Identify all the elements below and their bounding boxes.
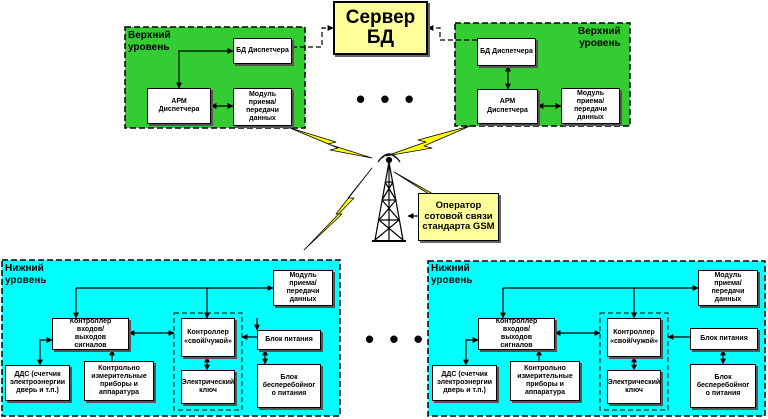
upper-right-db-dispatcher: БД Диспетчера xyxy=(477,38,536,66)
lower-right-friend-foe-controller: Контроллер «свой/чужой» xyxy=(607,318,661,357)
upper-right-arm-dispatcher: АРМ Диспетчера xyxy=(477,89,538,124)
upper-left-data-module: Модуль приема/ передачи данных xyxy=(233,88,292,126)
upper-ellipsis: • • • xyxy=(356,84,418,114)
upper-left-db-dispatcher: БД Диспетчера xyxy=(233,38,292,64)
gsm-operator: Оператор сотовой связи стандарта GSM xyxy=(418,193,499,241)
lower-left-electric-key: Электрический ключ xyxy=(181,370,235,404)
lower-left-level-label: Нижний уровень xyxy=(5,263,47,286)
lower-ellipsis: • • • xyxy=(365,324,427,354)
server-links xyxy=(292,25,477,48)
lower-left-friend-foe-controller: Контроллер «свой/чужой» xyxy=(181,318,235,357)
lower-right-dds: ДДС (счетчик электроэнергии дверь и т.п.… xyxy=(432,365,497,401)
lower-left-power-unit: Блок питания xyxy=(257,330,321,350)
upper-left-arm-dispatcher: АРМ Диспетчера xyxy=(147,88,211,124)
lower-left-data-module: Модуль приема/ передачи данных xyxy=(273,270,333,306)
upper-left-level-label: Верхний уровень xyxy=(128,30,171,53)
upper-right-level-label: Верхний уровень xyxy=(578,26,621,49)
lower-left-io-controller: Контроллер входов/ выходов сигналов xyxy=(52,318,129,350)
lower-left-connectors xyxy=(37,285,274,371)
lower-right-connectors xyxy=(463,285,726,371)
lower-right-ups: Блок бесперебойног о питания xyxy=(690,364,756,408)
lower-right-electric-key: Электрический ключ xyxy=(607,370,661,404)
upper-left-connectors xyxy=(176,48,234,109)
upper-right-data-module: Модуль приема/ передачи данных xyxy=(561,88,620,124)
lower-left-dds: ДДС (счетчик электроэнергии дверь и т.п.… xyxy=(5,365,70,401)
lower-left-ups: Блок бесперебойног о питания xyxy=(257,364,321,408)
lower-left-instruments: Контрольно измерительные приборы и аппар… xyxy=(84,361,154,401)
lower-right-instruments: Контрольно измерительные приборы и аппар… xyxy=(510,361,580,401)
server-db: Сервер БД xyxy=(333,1,428,55)
cell-tower-icon xyxy=(372,153,406,242)
lower-right-power-unit: Блок питания xyxy=(690,328,758,350)
upper-right-connectors xyxy=(505,65,562,109)
lower-right-level-label: Нижний уровень xyxy=(431,263,473,286)
lower-right-data-module: Модуль приема/ передачи данных xyxy=(698,270,758,306)
lower-right-io-controller: Контроллер входов/ выходов сигналов xyxy=(478,318,555,350)
